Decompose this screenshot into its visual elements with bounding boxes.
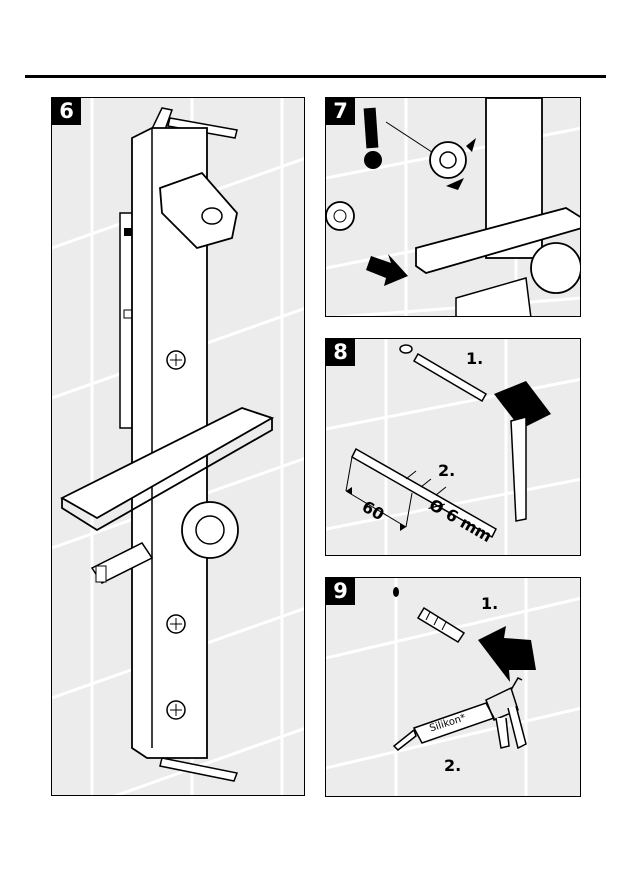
- step-2-label: 2.: [444, 756, 461, 775]
- step-number-badge: 8: [326, 339, 355, 366]
- tray-adjustment-illustration: [326, 98, 581, 317]
- header-rule: [25, 75, 606, 78]
- panel-step-8: 8 1. 2. 60 Ø 6 mm: [325, 338, 581, 556]
- shower-column-illustration: [52, 98, 305, 796]
- step-1-label: 1.: [466, 349, 483, 368]
- step-2-label: 2.: [438, 461, 455, 480]
- panel-step-6: 6: [51, 97, 305, 796]
- panel-step-9: 9 1. 2. Silikon*: [325, 577, 581, 797]
- step-number-badge: 9: [326, 578, 355, 605]
- step-number-badge: 7: [326, 98, 355, 125]
- step-number-badge: 6: [52, 98, 81, 125]
- panel-step-7: 7: [325, 97, 581, 317]
- step-1-label: 1.: [481, 594, 498, 613]
